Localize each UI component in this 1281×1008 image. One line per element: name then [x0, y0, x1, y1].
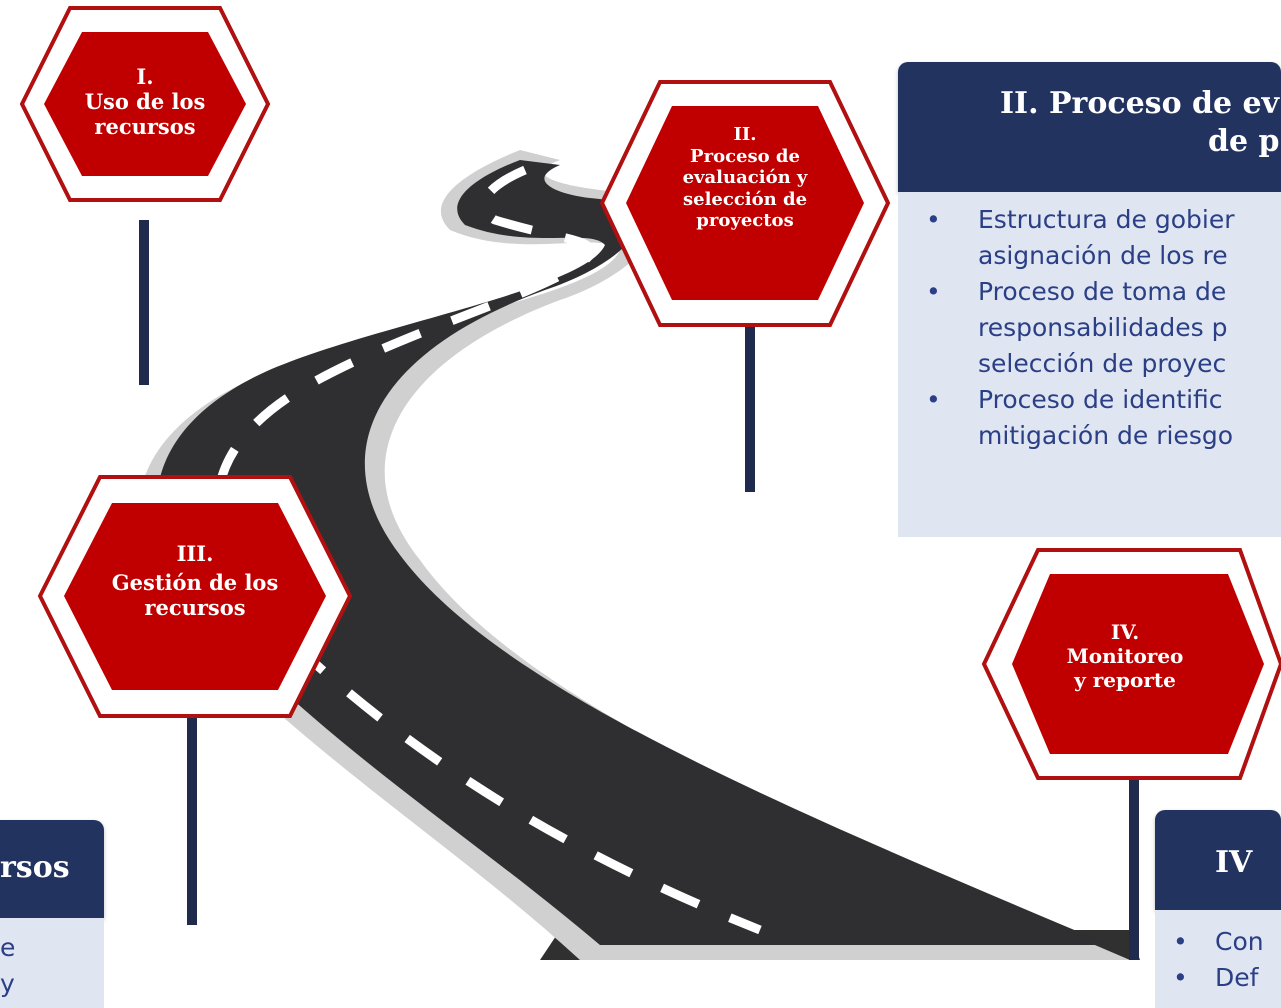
panel-4-list: • Con • Def [1173, 924, 1281, 996]
panel-4-item: • Def [1173, 960, 1281, 996]
sign-1-post [139, 220, 149, 385]
bullet-icon: • [926, 277, 941, 306]
sign-3-hexagon [37, 475, 353, 718]
sign-3-label: III. Gestión de los recursos [100, 538, 290, 620]
panel-2-item: • Proceso de toma de responsabilidades p… [926, 274, 1281, 382]
sign-4-post [1129, 780, 1139, 960]
sign-1-numeral: I. [136, 64, 154, 89]
sign-2-post [745, 320, 755, 492]
panel-2-item: • Estructura de gobier asignación de los… [926, 202, 1281, 274]
sign-3-numeral: III. [176, 541, 214, 566]
road-asphalt [156, 160, 1110, 945]
sign-3-post [187, 710, 197, 925]
panel-4-item: • Con [1173, 924, 1281, 960]
sign-4-numeral: IV. [1110, 620, 1140, 644]
bullet-icon: • [926, 205, 941, 234]
sign-4-label: IV. Monitoreo y reporte [1040, 620, 1210, 692]
panel-4-body: • Con • Def [1155, 910, 1281, 1008]
sign-4-hexagon [981, 548, 1281, 780]
sign-4-title: Monitoreo y reporte [1066, 644, 1184, 692]
sign-1-hexagon [19, 6, 271, 202]
sign-2-numeral: II. [733, 124, 757, 145]
panel-2-list: • Estructura de gobier asignación de los… [926, 202, 1281, 454]
sign-1-title: Uso de los recursos [84, 89, 206, 140]
panel-3-heading: rsos [0, 820, 104, 918]
panel-2-heading-line2: de p [1208, 124, 1280, 159]
panel-4-heading: IV [1155, 810, 1281, 910]
panel-3-body: e y [0, 918, 104, 1008]
panel-2-item: • Proceso de identific mitigación de rie… [926, 382, 1281, 454]
sign-3-title: Gestión de los recursos [111, 569, 279, 620]
bullet-icon: • [1173, 927, 1188, 956]
sign-2-title: Proceso de evaluación y selección de pro… [682, 145, 808, 232]
panel-2-heading: II. Proceso de ev de p [898, 62, 1281, 192]
sign-1-label: I. Uso de los recursos [60, 64, 230, 140]
panel-2-body: • Estructura de gobier asignación de los… [898, 192, 1281, 537]
sign-2-label: II. Proceso de evaluación y selección de… [660, 124, 830, 232]
bullet-icon: • [926, 385, 941, 414]
panel-2-heading-line1: II. Proceso de ev [1000, 86, 1280, 121]
sign-2-hexagon [599, 80, 891, 327]
bullet-icon: • [1173, 963, 1188, 992]
